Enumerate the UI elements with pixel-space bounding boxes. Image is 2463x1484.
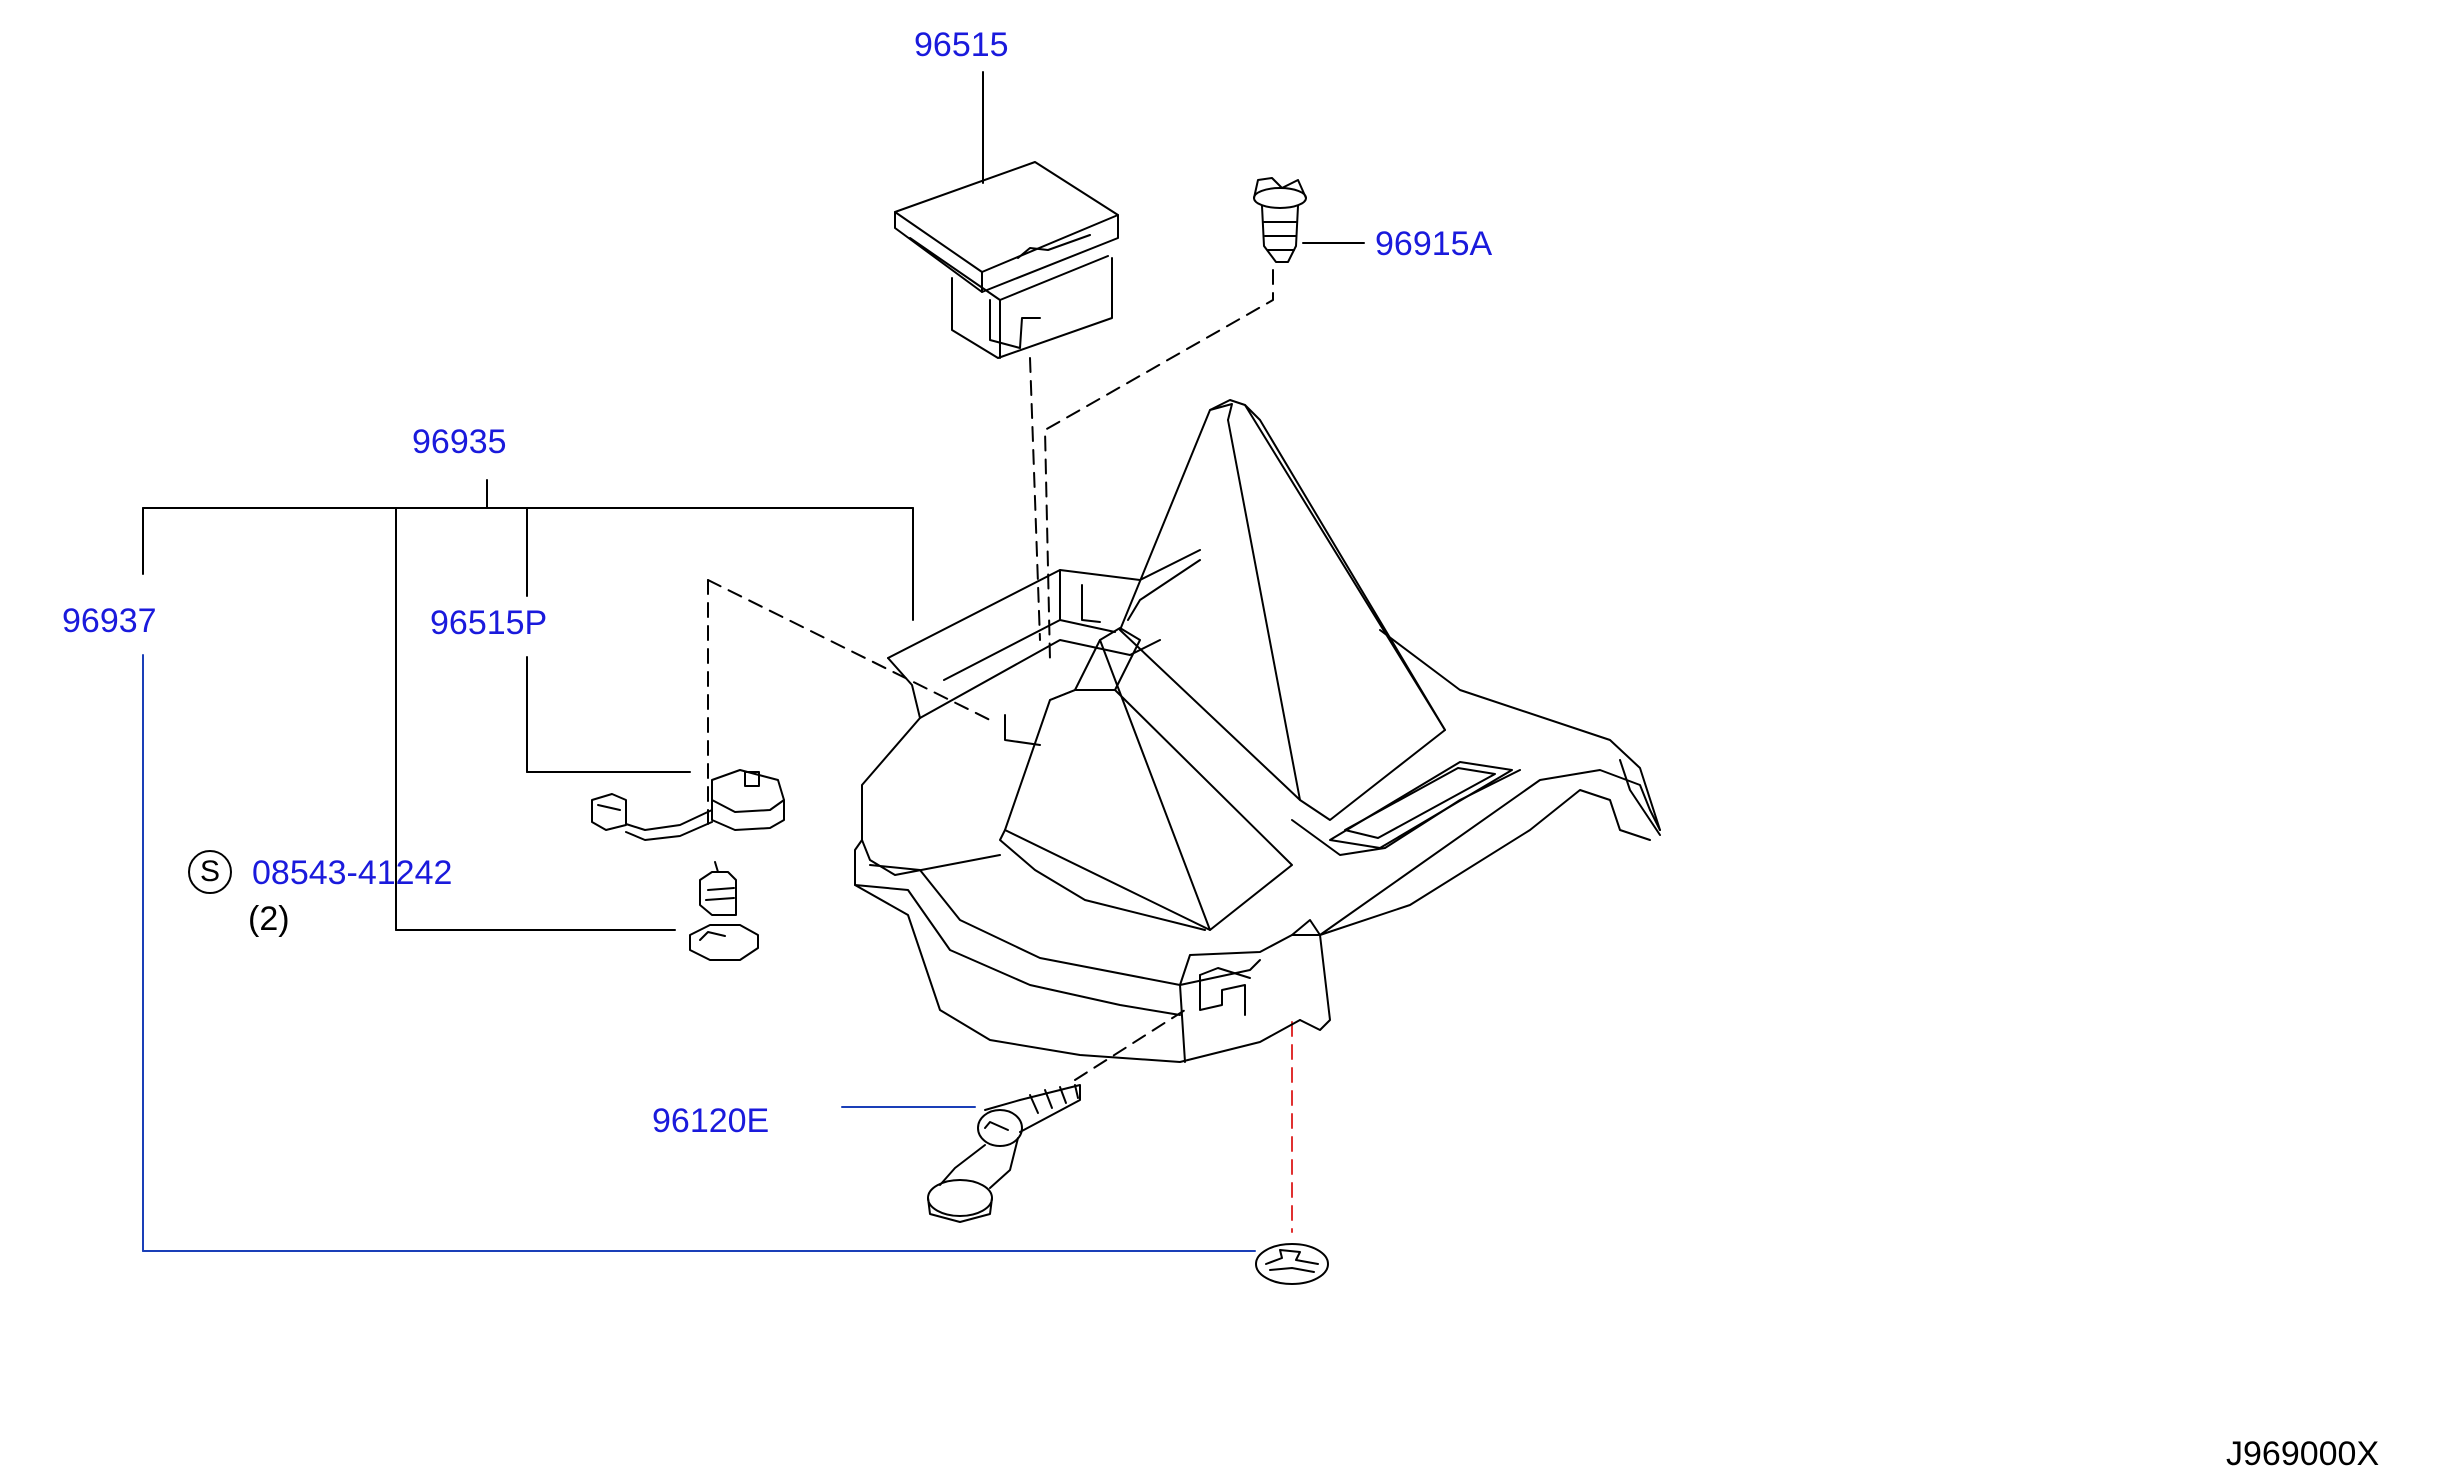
leader-lines	[142, 71, 1365, 931]
part-quantity-08543: (2)	[248, 900, 290, 938]
part-label-96120E[interactable]: 96120E	[652, 1102, 770, 1140]
cap-screw-part-drawing	[927, 1084, 1081, 1223]
part-label-96515[interactable]: 96515	[914, 26, 1009, 64]
part-label-96935[interactable]: 96935	[412, 423, 507, 461]
dashed-guide-lines	[707, 269, 1274, 1081]
part-label-96937[interactable]: 96937	[62, 602, 157, 640]
standard-part-s-mark: S	[188, 850, 232, 894]
grommet-part-drawing	[1255, 1243, 1329, 1285]
part-label-08543-41242[interactable]: 08543-41242	[252, 854, 453, 892]
part-label-96515P[interactable]: 96515P	[430, 604, 548, 642]
console-part-drawing	[854, 399, 1661, 1063]
part-label-96915A[interactable]: 96915A	[1375, 225, 1493, 263]
socket-part-drawing	[591, 769, 785, 841]
diagram-reference-code: J969000X	[2226, 1435, 2380, 1473]
ashtray-part-drawing	[894, 161, 1119, 359]
clip-part-drawing	[1253, 177, 1307, 263]
blue-leader-lines	[142, 654, 1256, 1252]
screw-part-drawing	[689, 861, 759, 961]
